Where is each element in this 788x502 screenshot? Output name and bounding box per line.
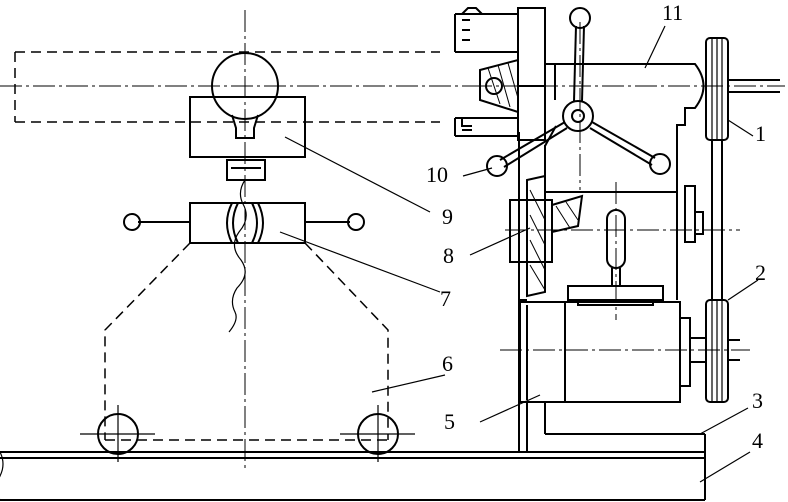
- label-7: 7: [440, 286, 451, 311]
- label-11: 11: [662, 0, 683, 25]
- label-9: 9: [442, 204, 453, 229]
- label-2: 2: [755, 260, 766, 285]
- upper-pulley: [705, 37, 780, 141]
- label-10: 10: [426, 162, 448, 187]
- trolley-frame: [80, 242, 415, 462]
- leader-lines: [279, 25, 759, 483]
- spring-clamp: [123, 179, 365, 333]
- machine-frame: [518, 299, 705, 452]
- chuck: [454, 7, 546, 141]
- handwheel: [486, 7, 671, 177]
- bearing-block: [505, 174, 740, 320]
- belt: [711, 140, 723, 300]
- label-4: 4: [752, 428, 763, 453]
- labels: 1 2 3 4 5 6 7 8 9 10 11: [426, 0, 766, 453]
- steady-rest: [189, 10, 306, 470]
- workpiece-rod: [0, 51, 470, 123]
- label-1: 1: [755, 121, 766, 146]
- label-8: 8: [443, 243, 454, 268]
- label-5: 5: [444, 409, 455, 434]
- motor: [500, 301, 750, 403]
- label-6: 6: [442, 351, 453, 376]
- lower-pulley: [705, 299, 740, 403]
- label-3: 3: [752, 388, 763, 413]
- base-rail: [0, 434, 706, 501]
